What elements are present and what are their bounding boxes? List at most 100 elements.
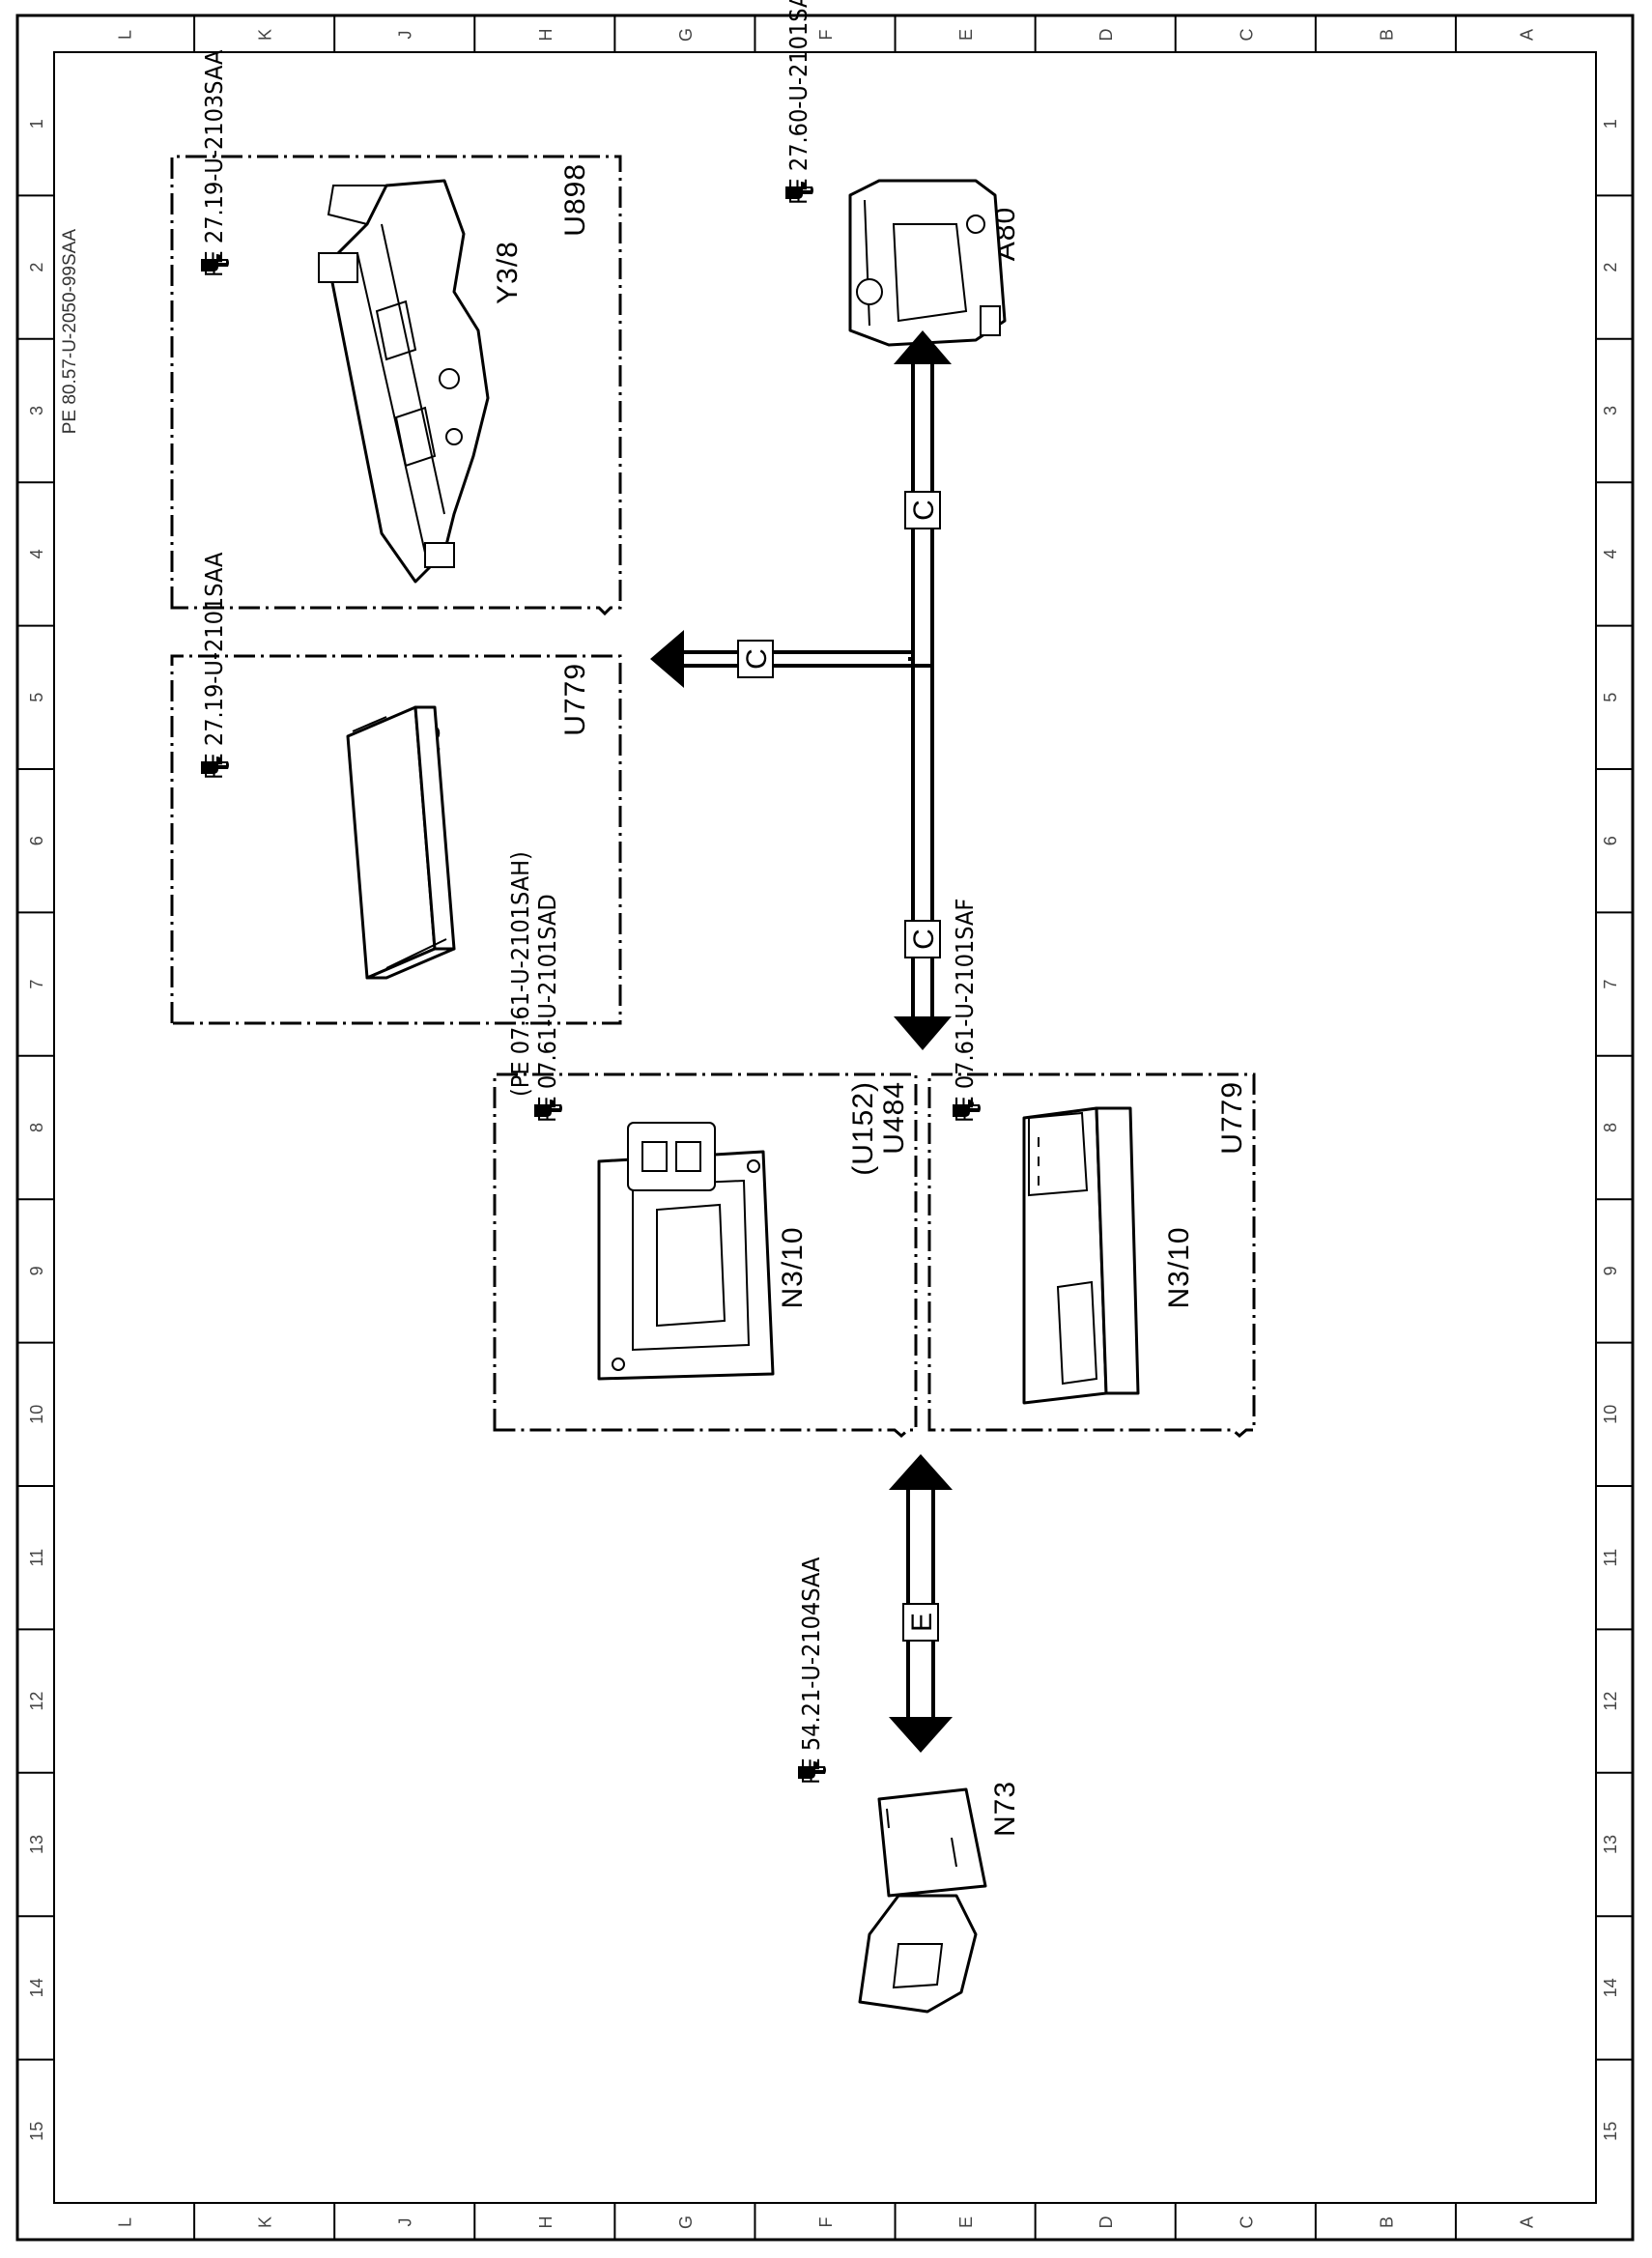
frame-letter-bottom-7: D — [1097, 2216, 1116, 2229]
n73-reference: PE 54.21-U-2104SAA — [797, 1557, 825, 1785]
n3-10-u779-code: N3/10 — [1163, 1226, 1195, 1308]
n73-code: N73 — [989, 1781, 1021, 1837]
frame-letter-bottom-3: H — [536, 2216, 555, 2229]
n3-10-u779-reference: PE 07.61-U-2101SAF — [951, 899, 979, 1123]
frame-letter-top-5: F — [816, 30, 836, 41]
frame-letter-top-0: L — [116, 30, 135, 40]
bus-c-tag-3 — [904, 920, 941, 958]
group-u484-n3: U484 (U152) N3/10 PE 07.61-U-2101SAD (PE… — [493, 851, 918, 1438]
n3-10-u484-component — [597, 1122, 775, 1381]
group-u898-border — [170, 155, 622, 616]
bus-e-arrow-up — [889, 1454, 953, 1490]
inner-frame — [53, 51, 1597, 2204]
group-u484-n3-border — [493, 1072, 918, 1438]
group-u779-n15-border — [170, 654, 622, 1025]
frame-number-left-1: 2 — [27, 263, 46, 272]
frame-letter-bottom-5: F — [816, 2217, 836, 2228]
a80-reference: PE 27.60-U-2101SAA — [784, 0, 812, 205]
bus-c-tag-1-label: C — [908, 500, 940, 521]
frame-letter-bottom-1: K — [256, 2216, 275, 2228]
frame-letter-top-9: B — [1377, 29, 1396, 41]
group-u779-n3-border — [927, 1072, 1256, 1438]
a80-component — [848, 179, 1007, 347]
frame-number-right-4: 5 — [1601, 693, 1620, 702]
frame-number-right-13: 14 — [1601, 1978, 1620, 1997]
frame-number-right-1: 2 — [1601, 263, 1620, 272]
bus-c-arrow-a80 — [894, 330, 952, 364]
bus-c-tag-3-label: C — [908, 929, 940, 950]
frame-number-left-4: 5 — [27, 693, 46, 702]
group-u779-n15: U779 N15/3 PE 27.19-U-2101SAA — [170, 552, 622, 1025]
frame-number-right-6: 7 — [1601, 980, 1620, 989]
bus-e-tag — [902, 1603, 939, 1642]
frame-letter-top-6: E — [956, 29, 976, 41]
group-u152-label: (U152) — [847, 1081, 879, 1176]
frame-number-right-10: 11 — [1601, 1549, 1620, 1567]
frame-number-left-0: 1 — [27, 119, 46, 129]
frame-number-right-9: 10 — [1601, 1405, 1620, 1424]
frame-ticks — [17, 15, 1633, 2240]
frame-letter-top-10: A — [1517, 29, 1536, 41]
y3-8-component — [318, 179, 490, 584]
bus-e-tag-label: E — [906, 1613, 938, 1632]
n73-component-group: N73 PE 54.21-U-2104SAA — [797, 1557, 1021, 2014]
n73-component — [858, 1787, 987, 2014]
frame-number-left-10: 11 — [27, 1549, 46, 1567]
bus-c-network: C C C — [650, 330, 952, 1050]
frame-number-right-14: 15 — [1601, 2122, 1620, 2141]
frame-number-left-3: 4 — [27, 549, 46, 558]
frame-letter-bottom-2: J — [396, 2218, 415, 2227]
n3-10-u484-reference-alt: (PE 07.61-U-2101SAH) — [506, 851, 534, 1097]
bus-e-arrow-down — [889, 1717, 953, 1753]
bus-c-arrow-left — [650, 630, 684, 688]
frame-number-right-7: 8 — [1601, 1123, 1620, 1132]
bus-c-tag-1 — [904, 491, 941, 529]
frame-letter-bottom-0: L — [116, 2217, 135, 2227]
n15-3-component — [346, 705, 456, 980]
frame-letter-top-7: D — [1097, 29, 1116, 42]
frame-number-right-8: 9 — [1601, 1266, 1620, 1275]
frame-number-right-11: 12 — [1601, 1692, 1620, 1711]
group-u484-label: U484 — [878, 1081, 910, 1155]
n3-10-u484-code: N3/10 — [777, 1226, 809, 1308]
bus-c-tag-2 — [737, 640, 774, 678]
group-u779-n3-label: U779 — [1216, 1081, 1248, 1155]
frame-letter-bottom-9: B — [1377, 2216, 1396, 2228]
bus-c-tag-2-label: C — [741, 648, 773, 670]
frame-letter-bottom-10: A — [1517, 2216, 1536, 2228]
group-u779-n3: U779 N3/10 PE 07.61-U-2101SAF — [927, 899, 1256, 1438]
frame-number-left-6: 7 — [27, 980, 46, 989]
frame-number-left-9: 10 — [27, 1405, 46, 1424]
n15-3-reference: PE 27.19-U-2101SAA — [200, 552, 228, 780]
frame-number-left-12: 13 — [27, 1835, 46, 1854]
frame-letter-top-4: G — [676, 28, 696, 42]
bus-e: E — [889, 1454, 953, 1753]
frame-number-right-2: 3 — [1601, 406, 1620, 415]
a80-component-group: A80 PE 27.60-U-2101SAA — [784, 0, 1021, 347]
frame-letter-top-8: C — [1237, 29, 1256, 42]
frame-number-right-3: 4 — [1601, 549, 1620, 558]
frame-letter-bottom-8: C — [1237, 2216, 1256, 2229]
frame-letter-top-3: H — [536, 29, 555, 42]
n3-10-u484-reference: PE 07.61-U-2101SAD — [533, 894, 561, 1123]
frame-number-right-0: 1 — [1601, 119, 1620, 129]
group-u898: U898 Y3/8 PE 27.19-U-2103SAA — [170, 49, 622, 616]
frame-number-left-7: 8 — [27, 1123, 46, 1132]
frame-letter-bottom-6: E — [956, 2216, 976, 2228]
frame-number-left-5: 6 — [27, 836, 46, 845]
y3-8-reference: PE 27.19-U-2103SAA — [200, 49, 228, 277]
n3-10-u779-component — [1022, 1106, 1140, 1405]
frame-letter-top-1: K — [256, 29, 275, 41]
y3-8-code: Y3/8 — [492, 241, 524, 304]
frame-letter-bottom-4: G — [676, 2215, 696, 2229]
outer-frame — [15, 14, 1635, 2242]
frame-number-left-13: 14 — [27, 1978, 46, 1997]
document-id: PE 80.57-U-2050-99SAA — [60, 229, 80, 435]
frame-number-left-8: 9 — [27, 1266, 46, 1275]
frame-number-left-11: 12 — [27, 1692, 46, 1711]
rotated-diagram: U898 Y3/8 PE 27.19-U-2103SAA U779 N15/3 — [60, 0, 1256, 2014]
group-u898-label: U898 — [559, 163, 591, 237]
